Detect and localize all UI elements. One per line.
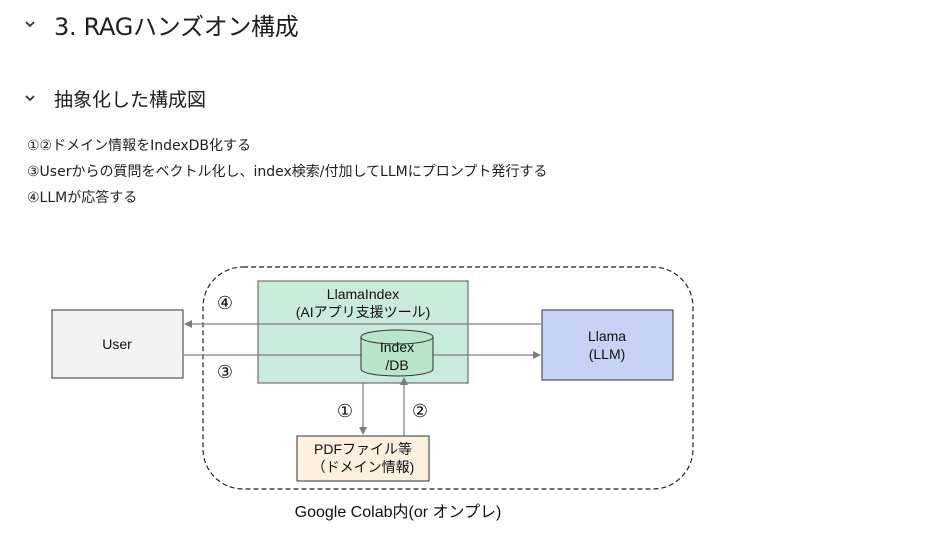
step-description: ①②ドメイン情報をIndexDB化する (27, 138, 252, 154)
pdf-label: PDFファイル等 (314, 441, 412, 457)
index-db-label: Index (380, 339, 414, 355)
step-description: ④LLMが応答する (27, 190, 138, 206)
llamaindex-label: LlamaIndex (327, 286, 399, 302)
section-title: 3. RAGハンズオン構成 (54, 12, 299, 41)
subsection-heading[interactable]: 抽象化した構成図 (24, 84, 206, 112)
llama-label: Llama (588, 328, 626, 344)
step-4-marker: ④ (217, 293, 233, 313)
index-db-cylinder (360, 329, 434, 377)
step-3-marker: ③ (217, 362, 233, 382)
user-box (51, 309, 184, 379)
colab-boundary (202, 266, 694, 490)
step-description-list: ①②ドメイン情報をIndexDB化する ③Userからの質問をベクトル化し、in… (27, 133, 547, 211)
subsection-title: 抽象化した構成図 (54, 88, 207, 111)
user-label: User (102, 336, 132, 352)
boundary-caption: Google Colab内(or オンプレ) (295, 503, 502, 521)
step-description: ③Userからの質問をベクトル化し、index検索/付加してLLMにプロンプト発… (27, 164, 548, 180)
section-heading[interactable]: 3. RAGハンズオン構成 (24, 6, 299, 42)
step-2-marker: ② (412, 401, 428, 421)
pdf-sublabel: （ドメイン情報) (312, 459, 415, 475)
index-db-sublabel: /DB (385, 357, 408, 373)
chevron-down-icon[interactable] (24, 92, 36, 104)
step-1-marker: ① (337, 401, 353, 421)
llamaindex-sublabel: (AIアプリ支援ツール) (296, 304, 431, 320)
chevron-down-icon[interactable] (24, 18, 36, 30)
llama-box (541, 309, 674, 381)
pdf-box (296, 435, 430, 482)
llama-sublabel: (LLM) (589, 346, 626, 362)
